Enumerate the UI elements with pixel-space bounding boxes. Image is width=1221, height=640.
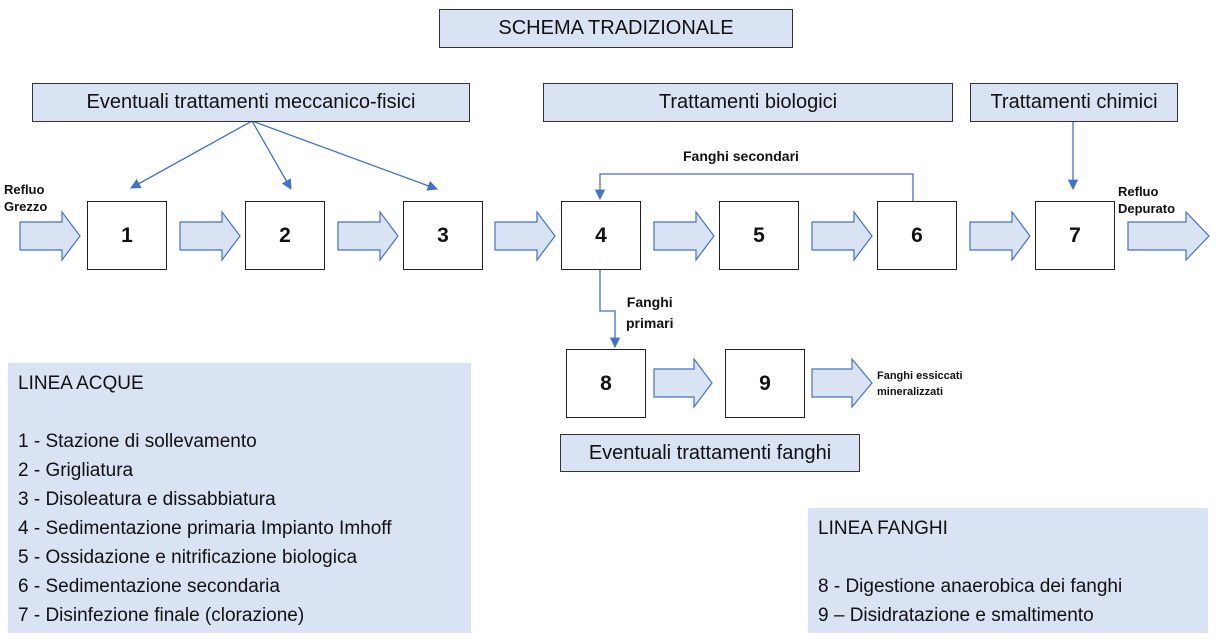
flow-arrow-sludge-out bbox=[811, 357, 873, 409]
step-box-1: 1 bbox=[87, 201, 167, 270]
dried-sludge-label-line1: Fanghi essiccati bbox=[877, 370, 963, 382]
secondary-sludge-label: Fanghi secondari bbox=[683, 148, 799, 164]
outlet-label-line1: Refluo bbox=[1118, 184, 1159, 199]
secondary-sludge-return bbox=[594, 173, 914, 201]
mech-arrow-2 bbox=[251, 120, 292, 190]
flow-arrow-6-7 bbox=[969, 210, 1031, 262]
flow-arrow-4-5 bbox=[653, 210, 715, 262]
step-box-7: 7 bbox=[1035, 201, 1115, 270]
dried-sludge-label-line2: mineralizzati bbox=[877, 386, 944, 398]
water-line-item: 5 - Ossidazione e nitrificazione biologi… bbox=[18, 547, 358, 568]
inlet-label: Refluo Grezzo bbox=[4, 181, 47, 215]
inlet-label-line2: Grezzo bbox=[4, 199, 48, 214]
flow-arrow-in bbox=[19, 210, 81, 262]
category-mechanical: Eventuali trattamenti meccanico-fisici bbox=[32, 83, 470, 122]
mech-arrow-3 bbox=[251, 120, 438, 191]
category-sludge: Eventuali trattamenti fanghi bbox=[560, 434, 860, 472]
flow-arrow-out bbox=[1127, 210, 1210, 262]
step-box-8: 8 bbox=[566, 349, 646, 418]
step-box-4: 4 bbox=[561, 201, 641, 270]
flow-arrow-2-3 bbox=[337, 210, 399, 262]
flow-arrow-8-9 bbox=[653, 357, 713, 409]
sludge-line-title: LINEA FANGHI bbox=[818, 518, 948, 539]
step-box-9: 9 bbox=[725, 349, 805, 418]
category-biological: Trattamenti biologici bbox=[543, 83, 953, 122]
sludge-line-item: 8 - Digestione anaerobica dei fanghi bbox=[818, 576, 1123, 597]
sludge-line-panel: LINEA FANGHI 8 - Digestione anaerobica d… bbox=[808, 508, 1208, 633]
primary-sludge-label-line2: primari bbox=[626, 315, 674, 331]
step-box-3: 3 bbox=[403, 201, 483, 270]
water-line-item: 2 - Grigliatura bbox=[18, 460, 134, 481]
flow-arrow-1-2 bbox=[179, 210, 241, 262]
water-line-panel: LINEA ACQUE 1 - Stazione di sollevamento… bbox=[8, 363, 471, 633]
step-box-5: 5 bbox=[719, 201, 799, 270]
water-line-item: 3 - Disoleatura e dissabbiatura bbox=[18, 489, 276, 510]
sludge-line-item: 9 – Disidratazione e smaltimento bbox=[818, 605, 1094, 626]
step-box-6: 6 bbox=[877, 201, 957, 270]
primary-sludge-label: Fanghi primari bbox=[626, 292, 673, 334]
water-line-item: 7 - Disinfezione finale (clorazione) bbox=[18, 605, 305, 626]
diagram-title: SCHEMA TRADIZIONALE bbox=[439, 9, 793, 48]
water-line-item: 6 - Sedimentazione secondaria bbox=[18, 576, 280, 597]
water-line-item: 1 - Stazione di sollevamento bbox=[18, 431, 257, 452]
dried-sludge-label: Fanghi essiccati mineralizzati bbox=[877, 368, 963, 400]
water-line-title: LINEA ACQUE bbox=[18, 373, 144, 394]
step-box-2: 2 bbox=[245, 201, 325, 270]
inlet-label-line1: Refluo bbox=[4, 182, 45, 197]
outlet-label-line2: Depurato bbox=[1118, 201, 1176, 216]
outlet-label: Refluo Depurato bbox=[1118, 183, 1175, 217]
flow-arrow-3-4 bbox=[494, 210, 556, 262]
mech-arrow-1 bbox=[130, 120, 253, 189]
primary-sludge-line bbox=[599, 269, 621, 349]
category-chemical: Trattamenti chimici bbox=[970, 83, 1178, 122]
primary-sludge-label-line1: Fanghi bbox=[626, 294, 673, 310]
flow-arrow-5-6 bbox=[811, 210, 873, 262]
water-line-item: 4 - Sedimentazione primaria Impianto Imh… bbox=[18, 518, 392, 539]
